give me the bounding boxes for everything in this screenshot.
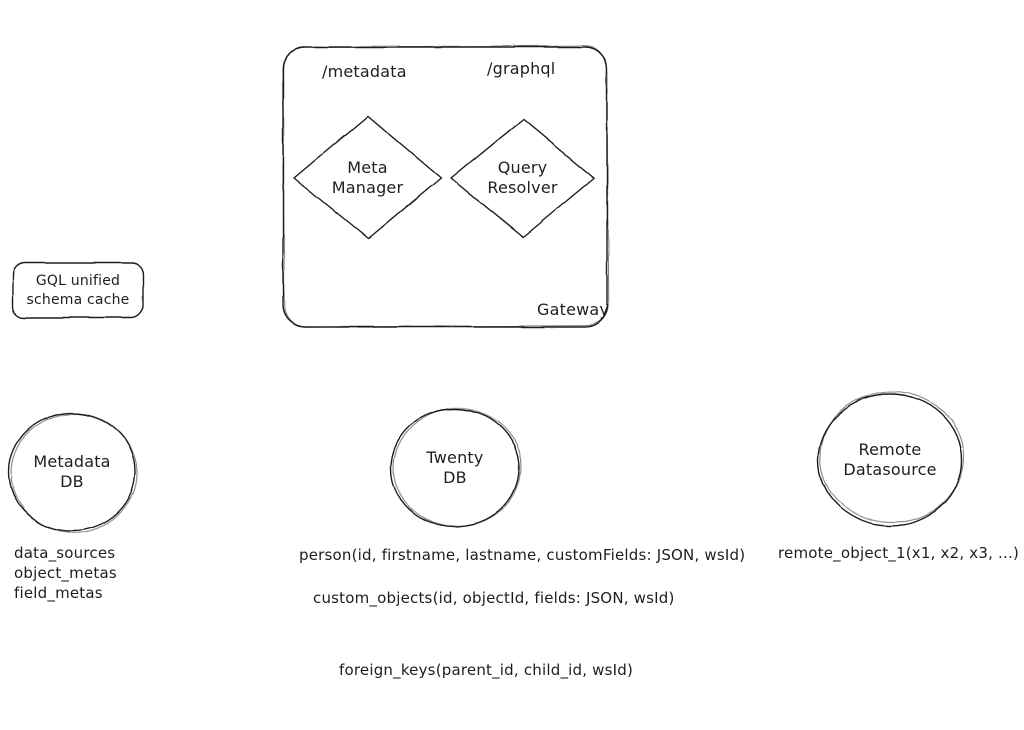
- sketch-overstrokes: [10, 45, 965, 533]
- metadata-table-data-sources: data_sources: [14, 544, 116, 562]
- metadata-db-circle: [8, 412, 136, 532]
- gateway-label: Gateway: [537, 300, 610, 319]
- foreign-keys-table-annotation: foreign_keys(parent_id, child_id, wsId): [339, 661, 634, 679]
- custom-objects-table-annotation: custom_objects(id, objectId, fields: JSO…: [313, 589, 675, 607]
- remote-object-table-annotation: remote_object_1(x1, x2, x3, ...): [778, 544, 1020, 562]
- metadata-table-object-metas: object_metas: [14, 564, 117, 582]
- twenty-db-circle: [390, 408, 520, 528]
- metadata-db-node: Metadata DB: [33, 452, 111, 491]
- metadata-table-field-metas: field_metas: [14, 584, 103, 602]
- gateway-box-sketch: [282, 45, 609, 328]
- twenty-db-node: Twenty DB: [426, 448, 484, 487]
- graphql-endpoint-label: /graphql: [487, 59, 556, 78]
- schema-cache-box: [12, 262, 144, 319]
- query-resolver-node: Query Resolver: [487, 158, 558, 197]
- meta-manager-node: Meta Manager: [331, 157, 404, 197]
- remote-datasource-circle-sketch: [819, 390, 965, 524]
- remote-datasource-node: Remote Datasource: [843, 440, 937, 479]
- metadata-tables-list: data_sources object_metas field_metas: [14, 543, 117, 603]
- gateway-box: [282, 46, 608, 328]
- schema-cache-node: GQL unified schema cache: [26, 272, 130, 308]
- remote-datasource-circle: [817, 393, 963, 527]
- metadata-endpoint-label: /metadata: [322, 62, 407, 81]
- query-resolver-diamond: [450, 118, 595, 238]
- meta-manager-diamond: [293, 115, 442, 240]
- twenty-db-circle-sketch: [392, 407, 522, 527]
- person-table-annotation: person(id, firstname, lastname, customFi…: [299, 546, 746, 564]
- metadata-db-circle-sketch: [10, 413, 138, 533]
